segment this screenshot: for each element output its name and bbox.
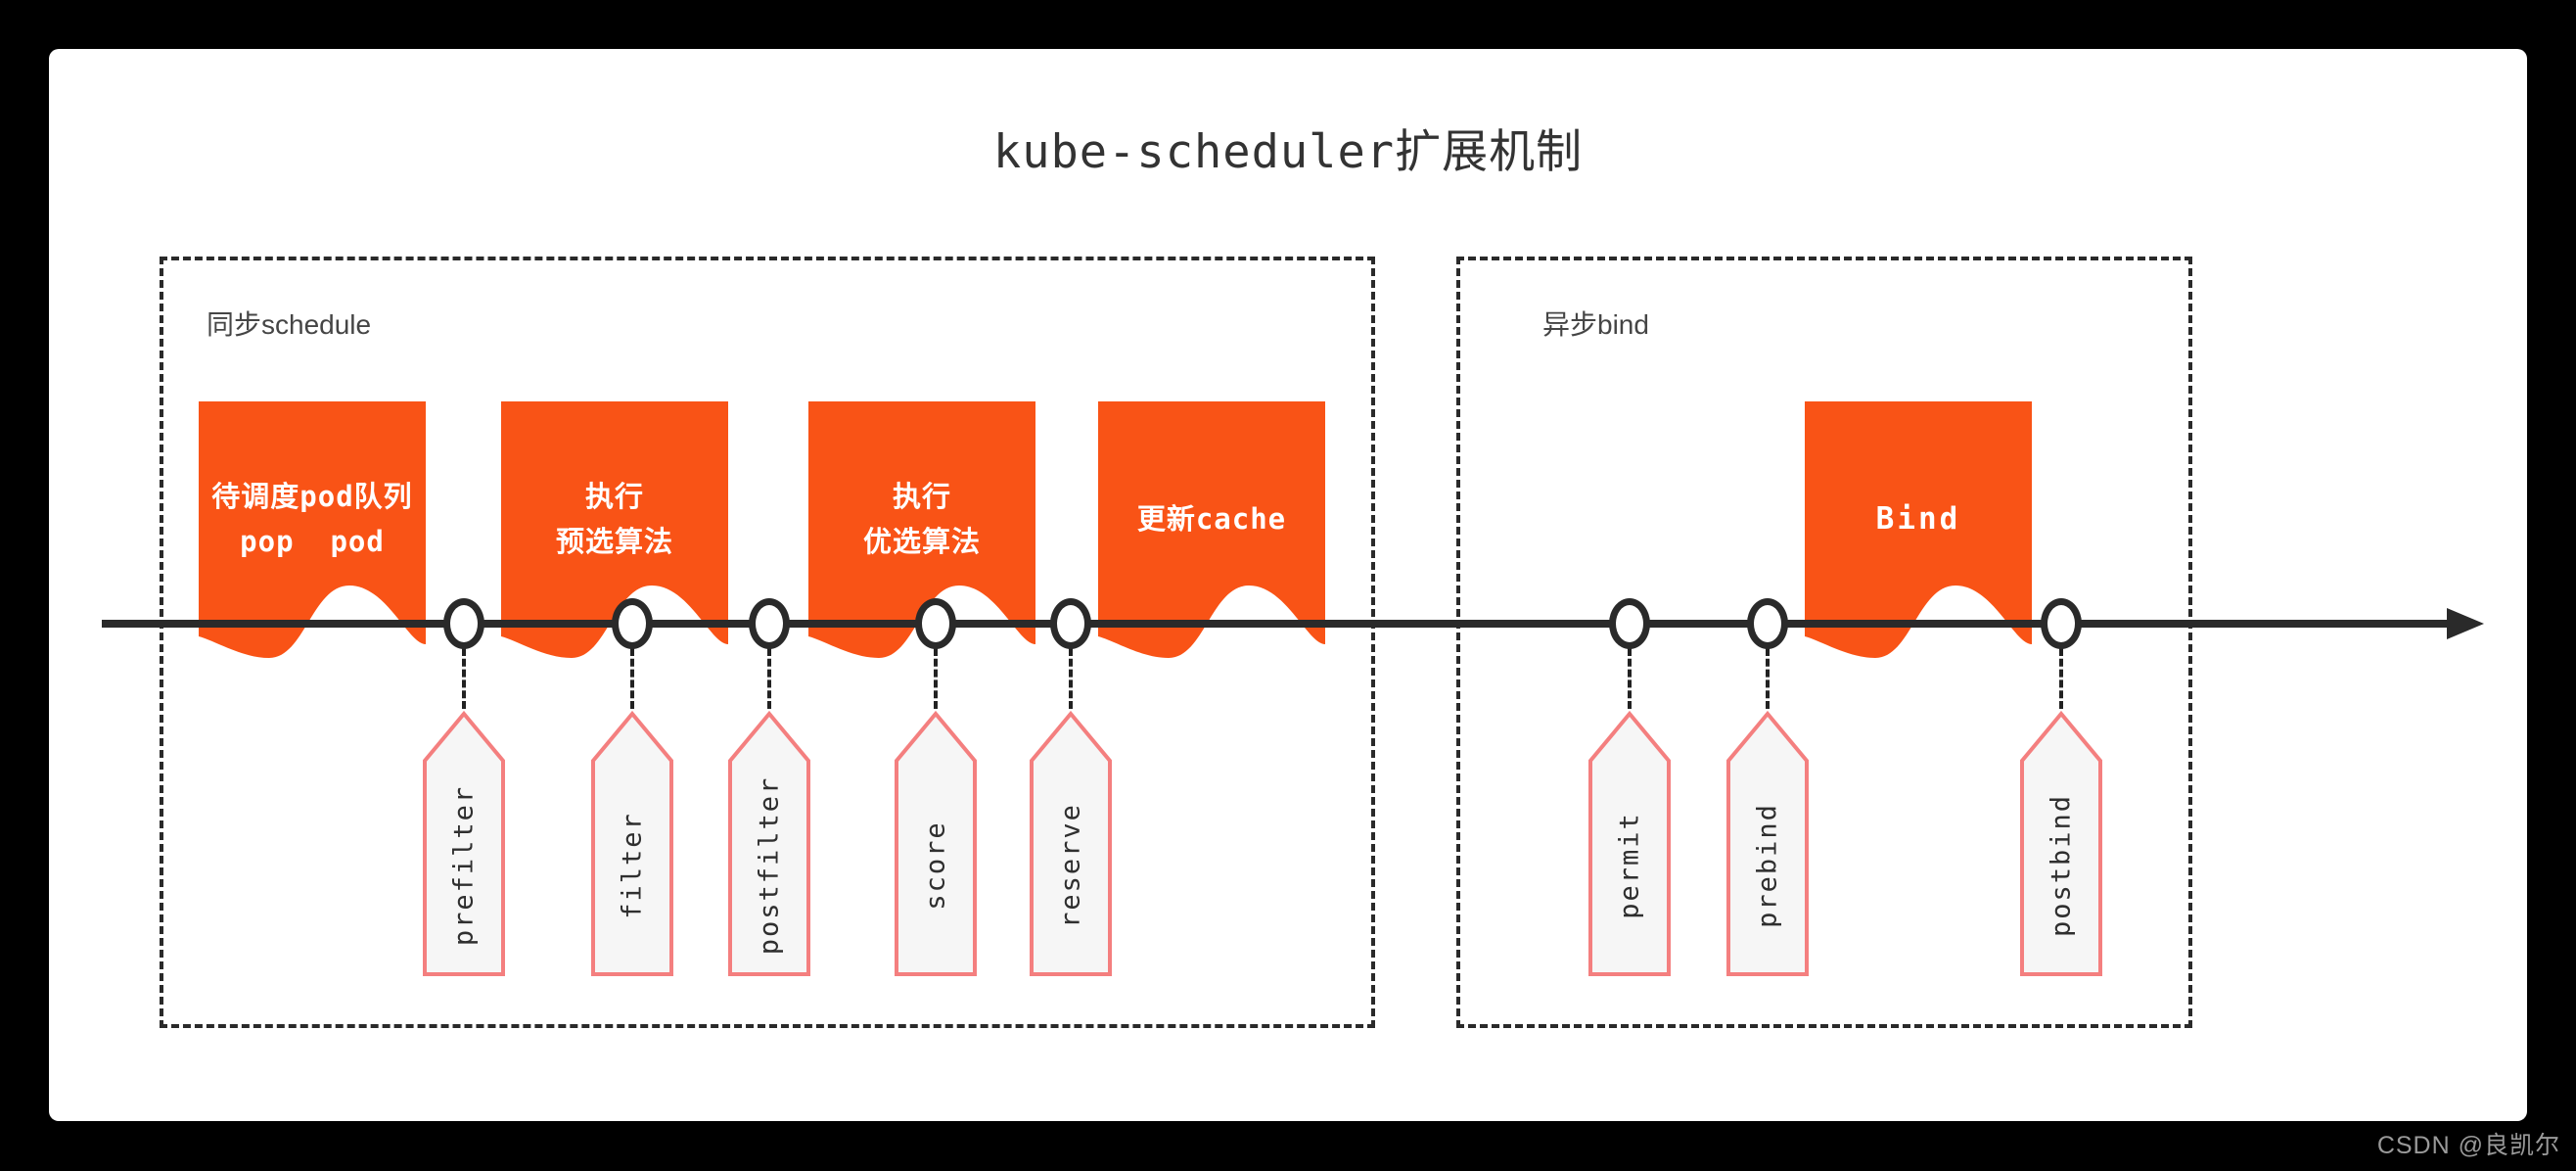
flag-shape-icon <box>501 401 728 658</box>
tag-shape-icon <box>1030 711 1112 976</box>
connector-score <box>934 648 938 709</box>
timeline-node-postbind <box>2041 598 2082 649</box>
extension-tag-label: permit <box>1614 811 1645 919</box>
extension-tag-label: score <box>920 820 951 911</box>
flag-shape-icon <box>808 401 1035 658</box>
diagram-title: kube-scheduler扩展机制 <box>992 125 1584 179</box>
extension-tag-score: score <box>894 711 978 977</box>
banner-predicates: 执行 预选算法 <box>501 401 728 662</box>
tag-shape-icon <box>1726 711 1809 976</box>
timeline-node-prefilter <box>443 598 484 649</box>
tag-shape-icon <box>591 711 673 976</box>
flag-shape-icon <box>199 401 426 658</box>
tag-shape-icon <box>423 711 505 976</box>
banner-line: 执行 <box>892 480 951 513</box>
tag-shape-icon <box>728 711 810 976</box>
async-bind-label: 异步bind <box>1542 309 1649 340</box>
extension-tag-label: prefilter <box>448 784 480 946</box>
timeline-node-prebind <box>1747 598 1788 649</box>
watermark: CSDN @良凯尔 <box>2376 1132 2560 1159</box>
banner-line: 执行 <box>584 480 644 513</box>
tag-shape-icon <box>895 711 977 976</box>
extension-tag-reserve: reserve <box>1029 711 1113 977</box>
extension-tag-label: prebind <box>1752 802 1783 928</box>
extension-tag-prebind: prebind <box>1725 711 1810 977</box>
arrowhead-icon <box>2447 608 2484 639</box>
timeline-node-reserve <box>1050 598 1091 649</box>
extension-tag-prefilter: prefilter <box>422 711 506 977</box>
connector-postbind <box>2059 648 2063 709</box>
banner-line: 待调度pod队列 <box>211 480 413 513</box>
timeline-node-permit <box>1609 598 1650 649</box>
banner-line: 优选算法 <box>862 525 981 558</box>
connector-permit <box>1628 648 1632 709</box>
connector-prebind <box>1766 648 1770 709</box>
connector-filter <box>630 648 634 709</box>
timeline-node-score <box>915 598 956 649</box>
banner-line: 预选算法 <box>555 525 673 558</box>
extension-tag-label: postbind <box>2046 793 2077 937</box>
extension-tag-label: postfilter <box>754 775 785 956</box>
extension-tag-label: filter <box>617 811 648 919</box>
banner-queue-pop-pod: 待调度pod队列 pop pod <box>199 401 426 662</box>
diagram-canvas: kube-scheduler扩展机制 同步schedule 异步bind 待调度… <box>49 49 2527 1121</box>
timeline-arrow <box>102 620 2451 628</box>
extension-tag-postfilter: postfilter <box>727 711 811 977</box>
extension-tag-postbind: postbind <box>2019 711 2103 977</box>
tag-shape-icon <box>1588 711 1671 976</box>
banner-line: pop pod <box>240 525 385 558</box>
flag-shape-icon <box>1098 401 1325 658</box>
banner-bind: Bind <box>1805 401 2032 662</box>
timeline-node-filter <box>612 598 653 649</box>
flag-shape-icon <box>1805 401 2032 658</box>
tag-shape-icon <box>2020 711 2102 976</box>
extension-tag-filter: filter <box>590 711 674 977</box>
banner-line: 更新cache <box>1136 502 1287 536</box>
sync-schedule-label: 同步schedule <box>207 309 372 340</box>
banner-update-cache: 更新cache <box>1098 401 1325 662</box>
connector-reserve <box>1069 648 1073 709</box>
timeline-node-postfilter <box>749 598 790 649</box>
connector-prefilter <box>462 648 466 709</box>
extension-tag-permit: permit <box>1587 711 1672 977</box>
connector-postfilter <box>767 648 771 709</box>
extension-tag-label: reserve <box>1055 802 1086 928</box>
banner-line: Bind <box>1875 501 1961 537</box>
sync-schedule-box: 同步schedule <box>160 257 1375 1028</box>
async-bind-box: 异步bind <box>1456 257 2192 1028</box>
banner-priorities: 执行 优选算法 <box>808 401 1035 662</box>
